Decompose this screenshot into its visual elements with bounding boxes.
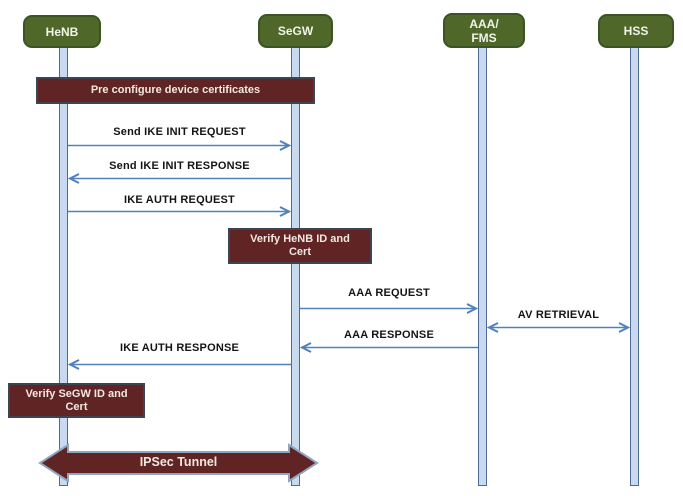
arrow-ike-auth-request bbox=[68, 206, 292, 217]
actor-henb: HeNB bbox=[23, 15, 101, 48]
note-verify-henb-id-cert: Verify HeNB ID and Cert bbox=[228, 228, 372, 264]
message-label-av-retrieval: AV RETRIEVAL bbox=[517, 309, 600, 321]
actor-aaa-fms-label: AAA/ FMS bbox=[469, 16, 499, 45]
arrow-aaa-request bbox=[300, 303, 479, 314]
actor-aaa-fms: AAA/ FMS bbox=[443, 13, 525, 48]
actor-henb-label: HeNB bbox=[45, 24, 79, 39]
message-label-send-ike-init-request: Send IKE INIT REQUEST bbox=[113, 126, 246, 138]
actor-hss: HSS bbox=[598, 14, 674, 48]
message-label-ike-auth-request: IKE AUTH REQUEST bbox=[124, 194, 235, 206]
arrow-aaa-response bbox=[299, 342, 478, 353]
message-label-send-ike-init-response: Send IKE INIT RESPONSE bbox=[109, 160, 250, 172]
ipsec-tunnel-label: IPSec Tunnel bbox=[139, 455, 218, 469]
note-pre-configure-certificates: Pre configure device certificates bbox=[36, 77, 315, 104]
note-verify-segw-id-cert: Verify SeGW ID and Cert bbox=[8, 383, 145, 418]
message-label-aaa-request: AAA REQUEST bbox=[348, 287, 430, 299]
actor-segw-label: SeGW bbox=[277, 24, 314, 38]
message-label-aaa-response: AAA RESPONSE bbox=[343, 329, 434, 341]
arrow-send-ike-init-response bbox=[67, 173, 291, 184]
arrow-send-ike-init-request bbox=[68, 140, 292, 151]
arrow-av-retrieval bbox=[486, 322, 631, 333]
actor-hss-label: HSS bbox=[623, 24, 649, 38]
actor-segw: SeGW bbox=[258, 14, 333, 48]
message-label-ike-auth-response: IKE AUTH RESPONSE bbox=[119, 342, 240, 354]
arrow-ike-auth-response bbox=[67, 359, 291, 370]
ipsec-tunnel-arrow bbox=[38, 443, 319, 483]
